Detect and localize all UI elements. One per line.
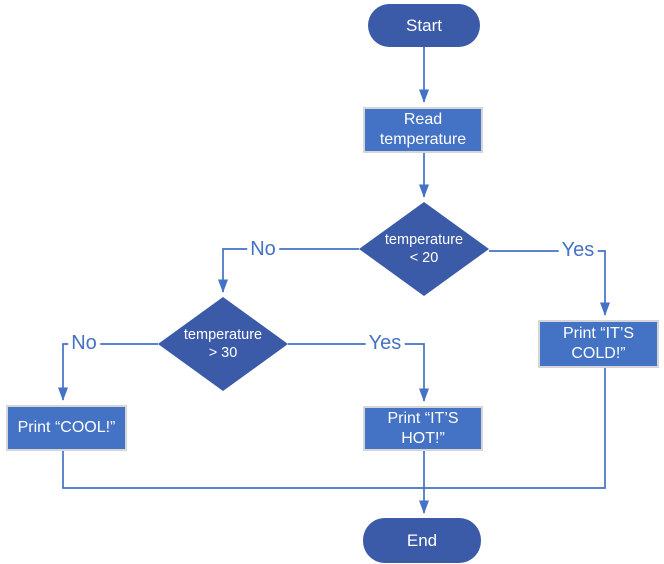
edge-label-decision2-no: No (68, 332, 100, 354)
node-print-cool-label: Print “COOL!” (17, 419, 116, 436)
node-decision-temp-gt-30-label: temperature > 30 (183, 326, 263, 361)
node-print-cold-label: Print “IT’S COLD!” (562, 325, 635, 362)
node-end: End (363, 518, 481, 563)
edge-decision1-no (217, 248, 359, 293)
edge-label-decision1-yes: Yes (558, 239, 598, 261)
node-end-label: End (406, 530, 438, 550)
node-print-cold: Print “IT’S COLD!” (538, 320, 659, 368)
edge-label-decision2-yes: Yes (365, 332, 405, 354)
edge-cold-to-merge (424, 368, 606, 489)
node-print-hot-label: Print “IT’S HOT!” (387, 409, 459, 447)
node-print-hot: Print “IT’S HOT!” (363, 406, 483, 451)
node-read-temperature: Read temperature (363, 107, 483, 153)
node-print-cool: Print “COOL!” (6, 405, 127, 451)
node-start: Start (368, 4, 480, 47)
node-read-temperature-label: Read temperature (379, 111, 467, 148)
node-decision-temp-lt-20-label: temperature < 20 (384, 231, 464, 266)
edge-label-decision1-no: No (247, 238, 279, 260)
edge-cool-to-merge (62, 451, 424, 489)
edge-decision2-no (57, 343, 158, 401)
edge-decision2-yes (288, 343, 430, 402)
edge-decision1-yes (489, 250, 611, 316)
node-start-label: Start (406, 15, 442, 35)
